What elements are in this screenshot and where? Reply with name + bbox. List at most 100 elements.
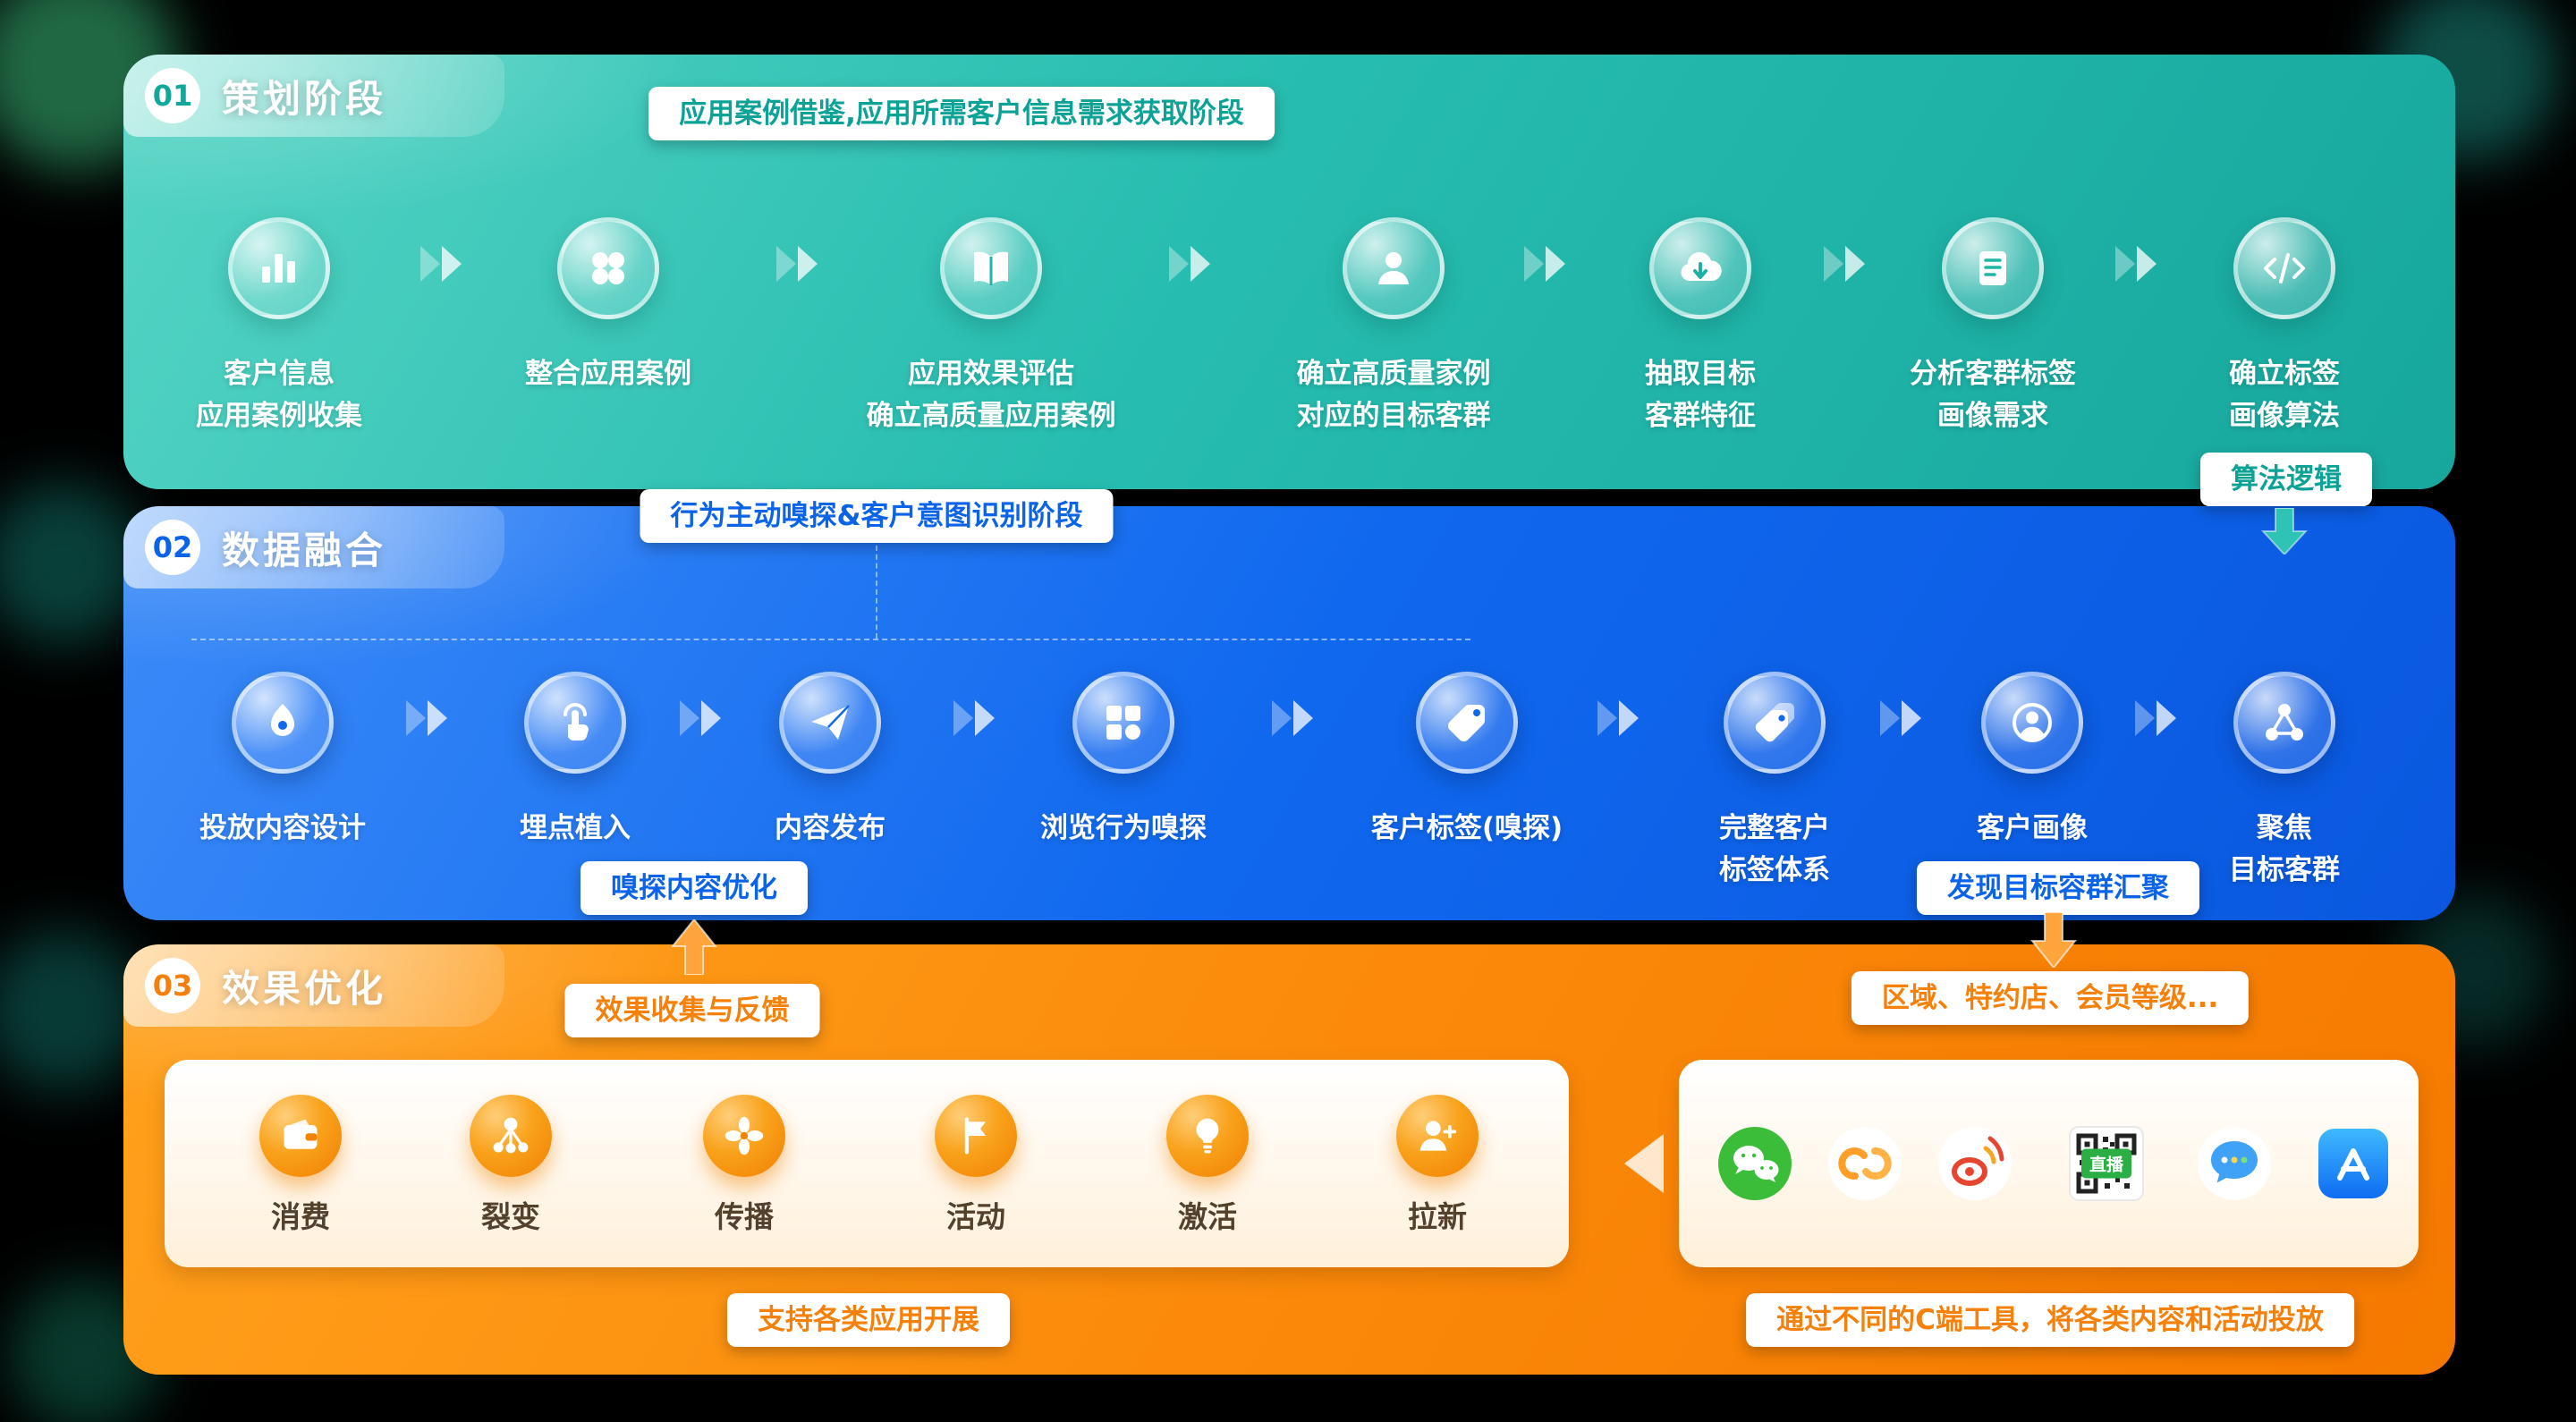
activity-campaign: 活动 [886, 1095, 1065, 1236]
converge-tag: 发现目标容群汇聚 [1917, 861, 2199, 915]
dashed-connector [876, 546, 877, 639]
arrow-right-icon [404, 698, 454, 741]
arrow-left-icon [1624, 1134, 1664, 1197]
tap-icon [524, 672, 626, 774]
activity-spread: 传播 [655, 1095, 834, 1236]
code-icon [2233, 217, 2335, 319]
step-target-group: 确立高质量家例 对应的目标客群 [1188, 217, 1599, 436]
activity-activate: 激活 [1118, 1095, 1297, 1236]
wechat-channels-icon [1827, 1126, 1902, 1201]
step-focus-target: 聚焦 目标客群 [2079, 672, 2490, 891]
phase-2-badge: 02 数据融合 [123, 506, 504, 588]
step-label: 浏览行为嗅探 [1040, 812, 1207, 844]
dashed-connector [191, 639, 1470, 640]
chat-app-icon [2197, 1126, 2272, 1201]
tools-tag: 通过不同的C端工具，将各类内容和活动投放 [1746, 1293, 2354, 1347]
document-list-icon [1942, 217, 2044, 319]
arrow-right-icon [419, 244, 469, 287]
profile-icon [1981, 672, 2083, 774]
step-tag-system: 完整客户 标签体系 [1569, 672, 1980, 891]
bulb-icon [1166, 1095, 1249, 1177]
step-customer-tag: 客户标签(嗅探) [1261, 672, 1673, 850]
arrow-right-icon [1878, 698, 1928, 741]
step-collect-cases: 客户信息 应用案例收集 [73, 217, 485, 436]
arrow-right-icon [1522, 244, 1572, 287]
activity-label: 拉新 [1408, 1199, 1467, 1234]
activity-fission: 裂变 [421, 1095, 600, 1236]
phase-1-badge: 01 策划阶段 [123, 55, 504, 137]
step-label: 投放内容设计 [199, 812, 366, 844]
step-label: 内容发布 [775, 812, 886, 844]
step-content-design: 投放内容设计 [77, 672, 488, 850]
arrow-right-icon [1270, 698, 1320, 741]
arrow-right-icon [678, 698, 728, 741]
region-tag: 区域、特约店、会员等级... [1851, 971, 2250, 1025]
step-label: 埋点植入 [520, 812, 631, 844]
activity-label: 活动 [946, 1199, 1005, 1234]
fan-icon [703, 1095, 785, 1177]
step-browse-sniff: 浏览行为嗅探 [918, 672, 1329, 850]
activity-label: 传播 [715, 1199, 774, 1234]
activity-label: 裂变 [481, 1199, 540, 1234]
step-label: 抽取目标 客群特征 [1645, 358, 1756, 432]
glow [0, 483, 143, 644]
arrow-down-icon [2029, 911, 2078, 971]
activities-card [165, 1060, 1569, 1267]
phase-title: 效果优化 [222, 966, 387, 1011]
step-tag-algorithm: 确立标签 画像算法 [2079, 217, 2490, 436]
phase-3-badge: 03 效果优化 [123, 944, 504, 1027]
step-label: 客户标签(嗅探) [1370, 812, 1563, 844]
network-icon [2233, 672, 2335, 774]
send-icon [779, 672, 881, 774]
activity-label: 激活 [1178, 1199, 1237, 1234]
arrow-right-icon [2133, 698, 2183, 741]
browse-grid-icon [1072, 672, 1174, 774]
glow [0, 930, 143, 1091]
arrow-right-icon [1167, 244, 1217, 287]
activity-acquire: 拉新 [1348, 1095, 1527, 1236]
fission-icon [470, 1095, 552, 1177]
phase-1-banner: 应用案例借鉴,应用所需客户信息需求获取阶段 [648, 87, 1275, 140]
activity-label: 消费 [271, 1199, 330, 1234]
bar-chart-icon [228, 217, 330, 319]
live-qr-icon: 直播 [2069, 1126, 2144, 1201]
step-label: 聚焦 目标客群 [2229, 812, 2340, 886]
person-icon [1343, 217, 1445, 319]
arrow-right-icon [952, 698, 1002, 741]
open-book-icon [940, 217, 1042, 319]
wechat-icon [1717, 1126, 1792, 1201]
arrow-right-icon [2114, 244, 2164, 287]
arrow-down-icon [2260, 507, 2309, 558]
arrow-right-icon [775, 244, 825, 287]
grid-dots-icon [557, 217, 659, 319]
phase-title: 策划阶段 [222, 76, 387, 121]
phase-number: 02 [145, 520, 200, 575]
live-badge: 直播 [2080, 1148, 2132, 1179]
phase-number: 01 [145, 68, 200, 123]
arrow-up-icon [670, 918, 718, 978]
step-label: 确立高质量家例 对应的目标客群 [1296, 358, 1491, 432]
support-tag: 支持各类应用开展 [727, 1293, 1010, 1347]
algorithm-tag: 算法逻辑 [2200, 453, 2372, 506]
step-extract-features: 抽取目标 客群特征 [1495, 217, 1906, 436]
tools-card [1679, 1060, 2419, 1267]
step-label: 整合应用案例 [525, 358, 691, 390]
phase-title: 数据融合 [222, 528, 387, 572]
pen-icon [232, 672, 334, 774]
phase-1-band [123, 55, 2455, 489]
phase-number: 03 [145, 958, 200, 1013]
step-customer-profile: 客户画像 [1826, 672, 2238, 850]
step-label: 客户信息 应用案例收集 [196, 358, 362, 432]
step-label: 分析客群标签 画像需求 [1910, 358, 2076, 432]
arrow-right-icon [1822, 244, 1872, 287]
arrow-right-icon [1596, 698, 1646, 741]
user-plus-icon [1396, 1095, 1479, 1177]
step-analyze-tags: 分析客群标签 画像需求 [1787, 217, 2199, 436]
feedback-tag: 效果收集与反馈 [564, 984, 820, 1037]
activity-consume: 消费 [211, 1095, 390, 1236]
flag-icon [935, 1095, 1017, 1177]
optimize-tag: 嗅探内容优化 [580, 861, 808, 915]
step-content-publish: 内容发布 [624, 672, 1036, 850]
tags-icon [1724, 672, 1826, 774]
